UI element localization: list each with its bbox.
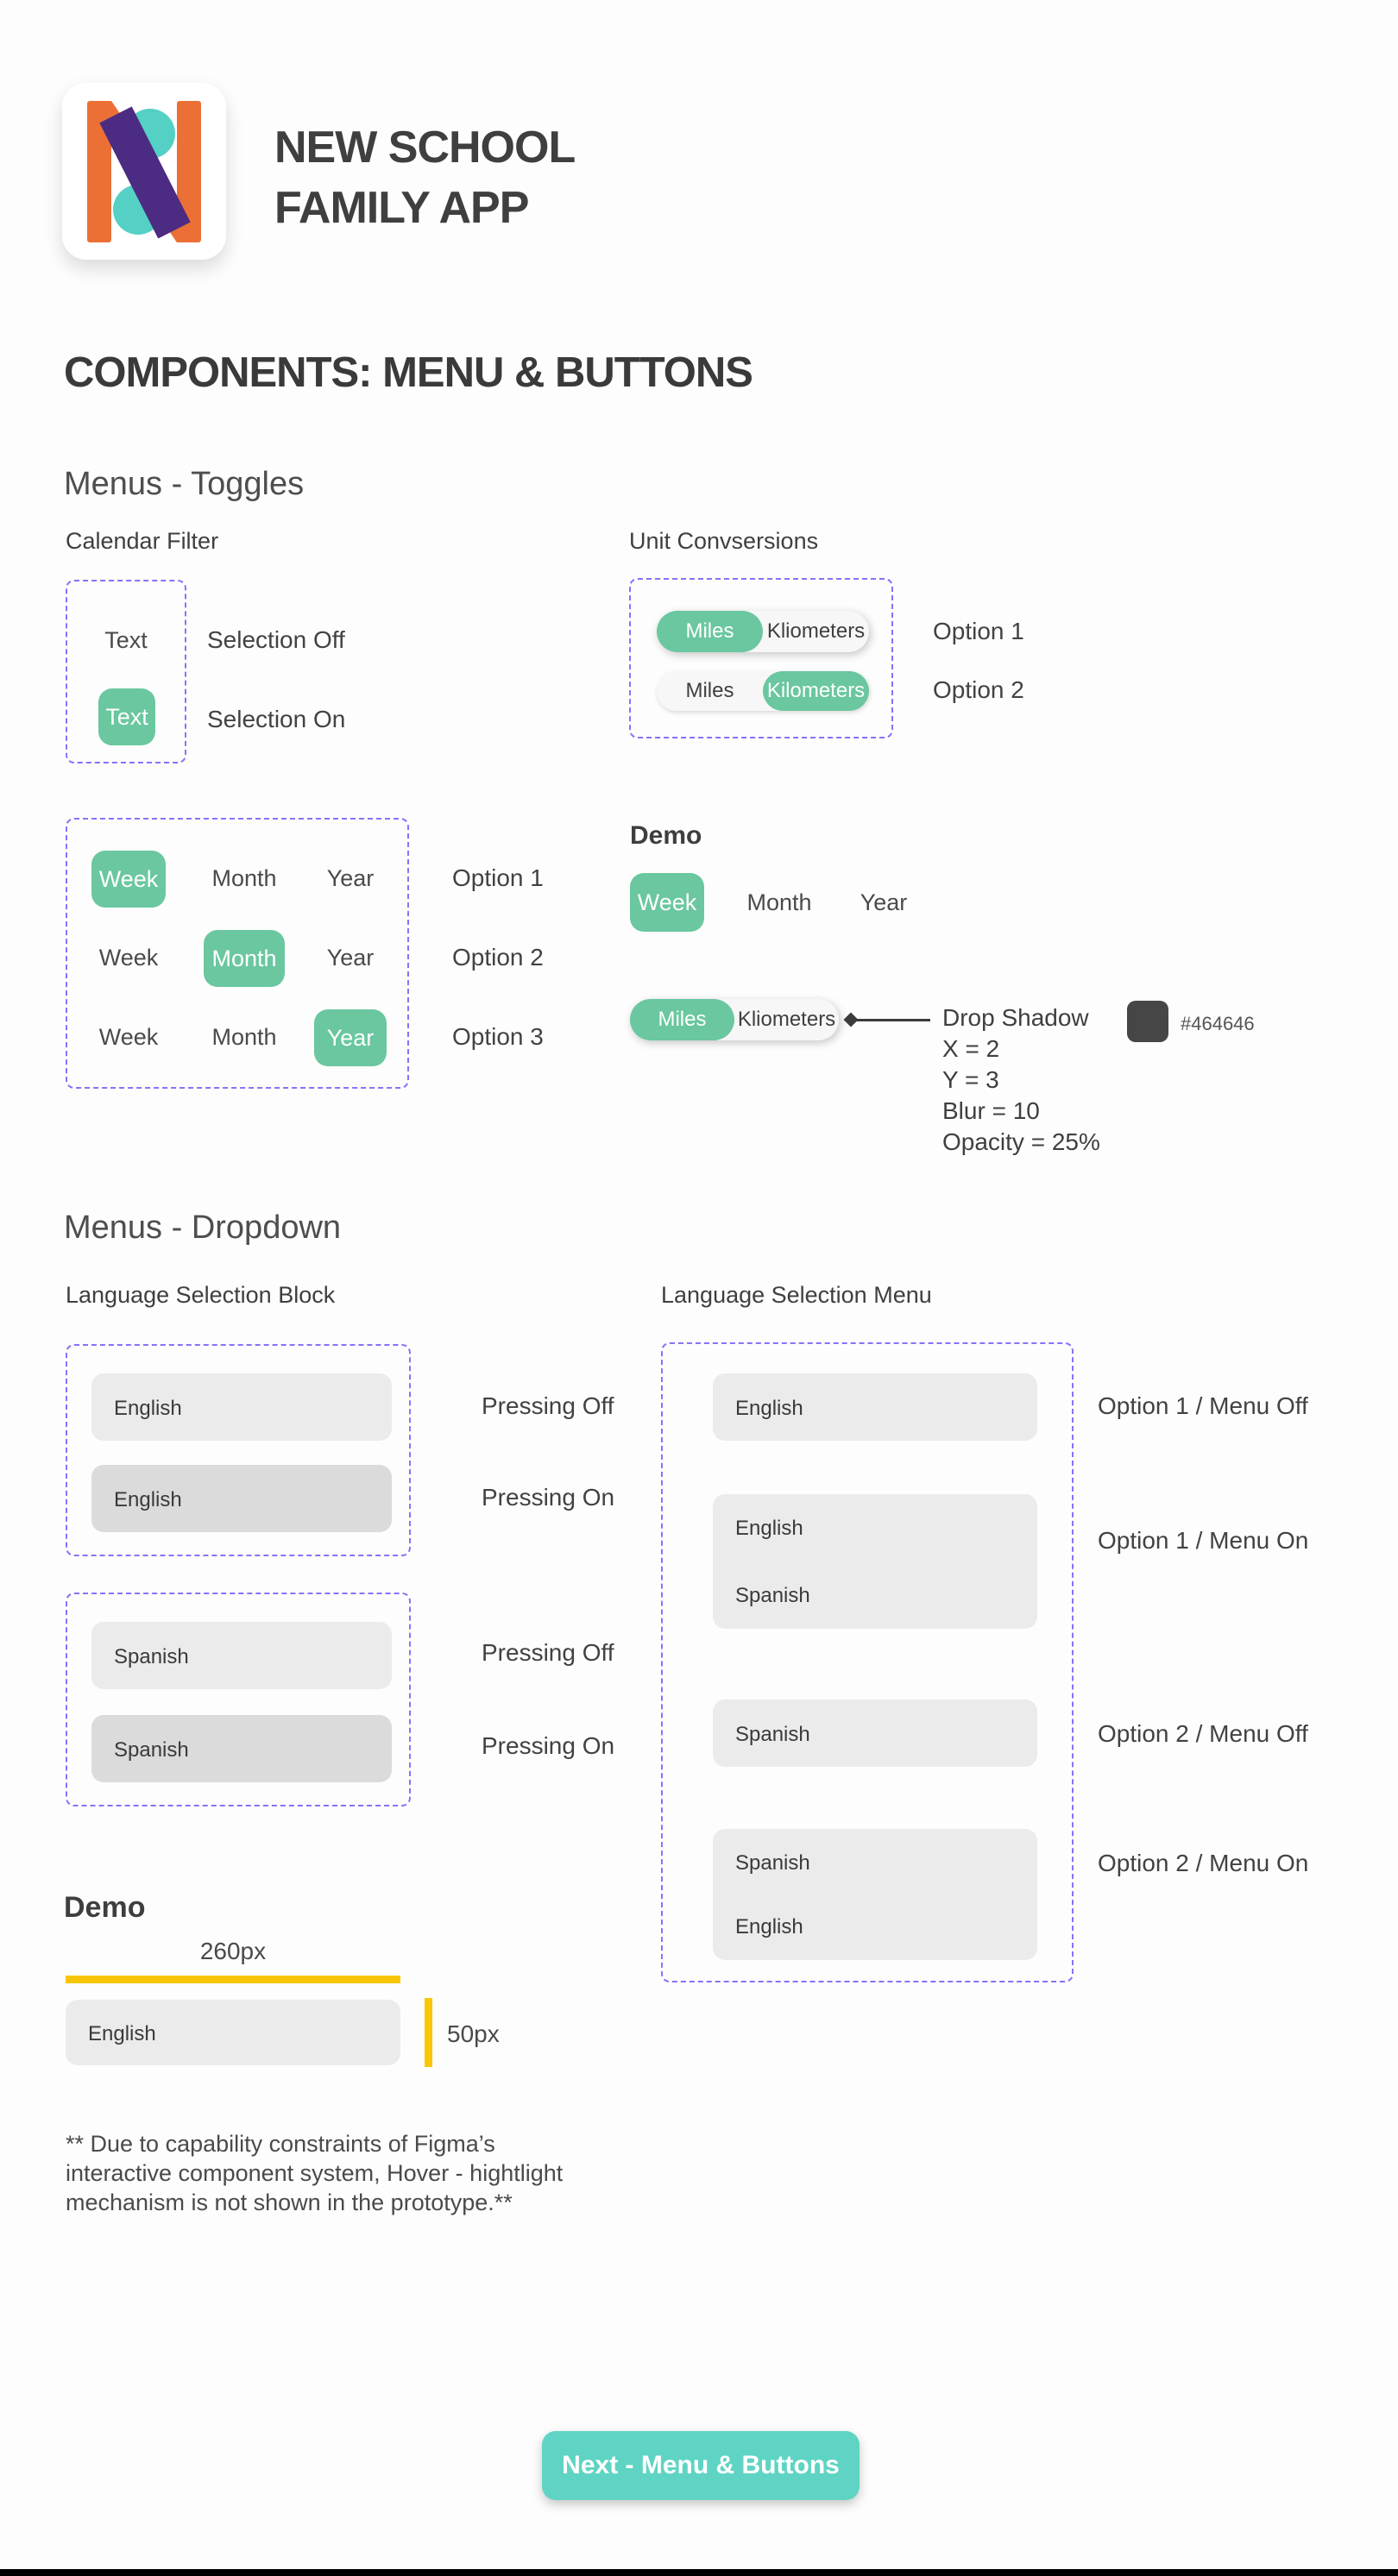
wmy-year-selected[interactable]: Year <box>314 1009 387 1066</box>
footnote-line1: ** Due to capability constraints of Figm… <box>66 2131 495 2157</box>
wmy-option3-label: Option 3 <box>452 1023 544 1050</box>
drop-shadow-annotation: Drop Shadow X = 2 Y = 3 Blur = 10 Opacit… <box>942 1002 1100 1158</box>
block1-off-label: Pressing Off <box>482 1392 614 1419</box>
shadow-x: X = 2 <box>942 1035 1000 1062</box>
menu-item-label: Spanish <box>735 1851 810 1875</box>
color-swatch-hex: #464646 <box>1181 1013 1255 1034</box>
calendar-filter-spec-box: Text Text <box>66 580 186 763</box>
page-title: COMPONENTS: MENU & BUTTONS <box>64 349 753 396</box>
block2-on-label: Pressing On <box>482 1732 615 1759</box>
toggle-text-on[interactable]: Text <box>98 688 155 745</box>
menu-item-label: English <box>735 1915 803 1938</box>
dropdown-english-on[interactable]: English <box>91 1465 392 1532</box>
wmy-week[interactable]: Week <box>98 1023 159 1050</box>
menu-item-label: Spanish <box>735 1584 810 1607</box>
unit-option2-label: Option 2 <box>933 676 1024 703</box>
block1-on-label: Pressing On <box>482 1484 615 1511</box>
unit-option1-label: Option 1 <box>933 618 1024 644</box>
demo-unit-toggle[interactable]: Miles Kliometers <box>630 999 839 1040</box>
calendar-filter-label: Calendar Filter <box>66 528 219 554</box>
shadow-title: Drop Shadow <box>942 1004 1089 1031</box>
dropdown-item-label: Spanish <box>114 1645 189 1668</box>
unit-toggle-miles-selected[interactable]: Miles <box>657 611 763 652</box>
wmy-year[interactable]: Year <box>326 944 375 971</box>
shadow-opacity: Opacity = 25% <box>942 1128 1100 1155</box>
section-menus-toggles: Menus - Toggles <box>64 466 305 502</box>
wmy-month-selected[interactable]: Month <box>204 930 285 987</box>
menu-item-label: English <box>735 1517 803 1540</box>
app-logo <box>62 83 226 260</box>
shadow-blur: Blur = 10 <box>942 1097 1040 1124</box>
menu-spanish-closed[interactable]: Spanish <box>713 1700 1037 1767</box>
new-school-logo-icon <box>87 100 201 242</box>
next-menu-buttons-button[interactable]: Next - Menu & Buttons <box>542 2431 860 2500</box>
demo-week-selected[interactable]: Week <box>630 873 704 932</box>
width-dimension-bar <box>66 1976 400 1983</box>
shadow-y: Y = 3 <box>942 1066 999 1093</box>
unit-conversions-spec-box: Miles Kliometers Miles Kilometers <box>629 578 893 738</box>
unit-conversions-label: Unit Convsersions <box>629 528 819 554</box>
wmy-month[interactable]: Month <box>211 864 277 891</box>
wmy-month[interactable]: Month <box>211 1023 277 1050</box>
dropdown-item-label: English <box>88 2022 156 2045</box>
figma-constraint-footnote: ** Due to capability constraints of Figm… <box>66 2129 563 2217</box>
unit-toggle-option1[interactable]: Miles Kliometers <box>657 611 869 652</box>
menu1-state-label: Option 1 / Menu Off <box>1098 1392 1308 1419</box>
menu-english-open[interactable]: English Spanish <box>713 1494 1037 1629</box>
wmy-option1-label: Option 1 <box>452 864 544 891</box>
demo-unit-kilometers[interactable]: Kliometers <box>737 1008 836 1031</box>
wmy-year[interactable]: Year <box>326 864 375 891</box>
demo-month[interactable]: Month <box>746 889 812 915</box>
menu3-state-label: Option 2 / Menu Off <box>1098 1720 1308 1747</box>
menu4-state-label: Option 2 / Menu On <box>1098 1850 1309 1876</box>
app-title-line2: FAMILY APP <box>274 183 529 233</box>
wmy-toggle-spec-box: Week Month Year Week Month Year Week Mon… <box>66 818 409 1089</box>
unit-toggle-option2[interactable]: Miles Kilometers <box>657 671 869 711</box>
language-selection-block-label: Language Selection Block <box>66 1282 336 1308</box>
toggle-text-off[interactable]: Text <box>104 626 148 653</box>
menu-item-label: Spanish <box>735 1723 810 1746</box>
height-dimension-bar <box>425 1998 432 2067</box>
app-title: NEW SCHOOL FAMILY APP <box>274 117 576 238</box>
unit-toggle-kilometers[interactable]: Kliometers <box>766 619 866 643</box>
dropdown-demo-title: Demo <box>64 1891 146 1924</box>
demo-year[interactable]: Year <box>860 889 908 915</box>
dropdown-english-off[interactable]: English <box>91 1373 392 1441</box>
toggles-demo-title: Demo <box>630 821 702 850</box>
menu-item-label: English <box>735 1397 803 1420</box>
footnote-line2: interactive component system, Hover - hi… <box>66 2160 564 2186</box>
language-block-spec-box-english: English English <box>66 1344 411 1556</box>
language-block-spec-box-spanish: Spanish Spanish <box>66 1593 411 1806</box>
menu2-state-label: Option 1 / Menu On <box>1098 1527 1309 1554</box>
calendar-off-state-label: Selection Off <box>207 626 345 653</box>
unit-toggle-kilometers-selected[interactable]: Kilometers <box>763 671 869 711</box>
dropdown-item-label: English <box>114 1397 182 1420</box>
app-title-line1: NEW SCHOOL <box>274 123 576 173</box>
footnote-line3: mechanism is not shown in the prototype.… <box>66 2190 513 2215</box>
wmy-week-selected[interactable]: Week <box>91 851 166 908</box>
dropdown-spanish-on[interactable]: Spanish <box>91 1715 392 1782</box>
callout-line <box>856 1019 930 1021</box>
unit-toggle-miles[interactable]: Miles <box>685 679 734 702</box>
calendar-on-state-label: Selection On <box>207 706 346 732</box>
dropdown-item-label: Spanish <box>114 1738 189 1762</box>
dropdown-item-label: English <box>114 1488 182 1511</box>
section-menus-dropdown: Menus - Dropdown <box>64 1209 342 1246</box>
menu-spanish-open[interactable]: Spanish English <box>713 1829 1037 1960</box>
language-selection-menu-label: Language Selection Menu <box>661 1282 932 1308</box>
language-menu-spec-box: English English Spanish Spanish Spanish … <box>661 1342 1074 1982</box>
dropdown-spanish-off[interactable]: Spanish <box>91 1622 392 1689</box>
wmy-week[interactable]: Week <box>98 944 159 971</box>
height-dimension-label: 50px <box>447 2020 500 2047</box>
color-swatch <box>1127 1001 1168 1042</box>
wmy-option2-label: Option 2 <box>452 944 544 971</box>
demo-dropdown-english[interactable]: English <box>66 2000 400 2065</box>
block2-off-label: Pressing Off <box>482 1639 614 1666</box>
demo-unit-miles-selected[interactable]: Miles <box>630 999 734 1040</box>
canvas-bottom-edge <box>0 2569 1398 2576</box>
width-dimension-label: 260px <box>199 1938 267 1964</box>
menu-english-closed[interactable]: English <box>713 1373 1037 1441</box>
